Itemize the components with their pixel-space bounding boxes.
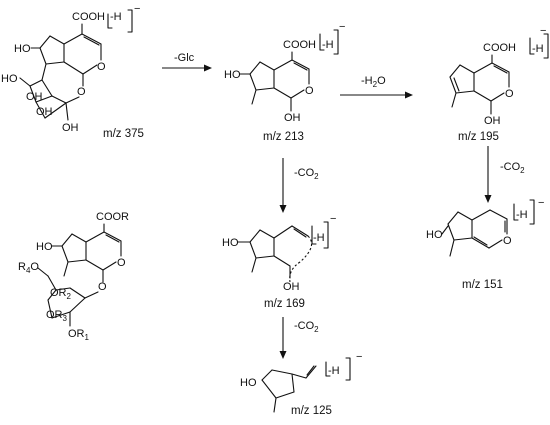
arrow-minus-co2: -CO2 bbox=[484, 146, 525, 203]
mz-label: m/z 125 bbox=[291, 405, 332, 417]
or1-label: OR bbox=[68, 328, 85, 340]
mz-label: m/z 169 bbox=[264, 298, 305, 310]
charge-sign: − bbox=[540, 25, 546, 37]
or1-subscript: 1 bbox=[85, 333, 90, 342]
or3-subscript: 3 bbox=[63, 314, 68, 323]
loss-subscript: 2 bbox=[520, 166, 525, 175]
svg-text:OR1: OR1 bbox=[68, 328, 90, 342]
glycosidic-oxygen: O bbox=[77, 86, 86, 98]
cooh-label: COOH bbox=[283, 39, 316, 51]
deprotonation-label: -H bbox=[516, 209, 528, 221]
mz-label: m/z 151 bbox=[462, 279, 503, 291]
cooh-label: COOH bbox=[72, 11, 105, 23]
mz-label: m/z 213 bbox=[263, 131, 304, 143]
hydroxyl-label: HO bbox=[14, 43, 31, 55]
arrow-minus-glc: -Glc bbox=[162, 52, 212, 72]
loss-label: -CO bbox=[294, 167, 315, 179]
loss-label: O bbox=[377, 75, 386, 87]
svg-text:-CO2: -CO2 bbox=[294, 320, 319, 334]
compound-mz-213: COOH O HO OH -H − m/z 213 bbox=[224, 21, 345, 143]
loss-subscript: 2 bbox=[314, 325, 319, 334]
or2-subscript: 2 bbox=[67, 292, 72, 301]
ring-oxygen: O bbox=[97, 61, 106, 73]
hydroxyl-label: HO bbox=[240, 377, 257, 389]
ring-oxygen: O bbox=[305, 85, 314, 97]
deprotonation-label: -H bbox=[328, 365, 340, 377]
arrow-minus-h2o: -H2O bbox=[340, 75, 413, 99]
r4-label: R bbox=[18, 261, 26, 273]
svg-text:OR3: OR3 bbox=[46, 309, 68, 323]
ring-oxygen: O bbox=[117, 257, 126, 269]
arrow-minus-co2: -CO2 bbox=[279, 158, 319, 213]
loss-subscript: 2 bbox=[373, 80, 378, 89]
hydroxyl-label: OH bbox=[62, 122, 79, 134]
hydroxyl-label: HO bbox=[222, 237, 239, 249]
ring-oxygen: O bbox=[505, 88, 514, 100]
loss-subscript: 2 bbox=[314, 172, 319, 181]
ester-label: COOR bbox=[96, 211, 129, 223]
or3-label: OR bbox=[46, 309, 63, 321]
loss-label: -Glc bbox=[174, 52, 195, 64]
charge-sign: − bbox=[134, 3, 140, 15]
mz-label: m/z 195 bbox=[458, 131, 499, 143]
hydroxyl-label: OH bbox=[283, 281, 300, 293]
hydroxyl-label: OH bbox=[26, 91, 43, 103]
svg-text:-H2O: -H2O bbox=[361, 75, 386, 89]
loss-label: -CO bbox=[294, 320, 315, 332]
glycosidic-oxygen: O bbox=[98, 281, 107, 293]
arrow-minus-co2: -CO2 bbox=[279, 317, 319, 359]
loss-label: -H bbox=[361, 75, 373, 87]
hydroxyl-label: HO bbox=[1, 73, 18, 85]
svg-text:-CO2: -CO2 bbox=[294, 167, 319, 181]
charge-sign: − bbox=[356, 351, 362, 363]
generic-glycoside-structure: COOR O HO O R4O OR2 OR3 bbox=[18, 211, 129, 342]
hydroxyl-label: HO bbox=[426, 229, 443, 241]
loss-label: -CO bbox=[500, 161, 521, 173]
or2-label: OR bbox=[50, 287, 67, 299]
compound-mz-125: HO -H − m/z 125 bbox=[240, 351, 362, 417]
deprotonation-label: -H bbox=[313, 232, 325, 244]
svg-text:R4O: R4O bbox=[18, 261, 39, 275]
deprotonation-label: -H bbox=[110, 11, 122, 23]
hydroxyl-label: OH bbox=[484, 115, 501, 127]
charge-sign: − bbox=[339, 21, 345, 33]
hydroxyl-label: OH bbox=[284, 112, 301, 124]
svg-text:OR2: OR2 bbox=[50, 287, 72, 301]
cooh-label: COOH bbox=[483, 42, 516, 54]
hydroxyl-label: OH bbox=[36, 106, 53, 118]
r4-subscript: 4 bbox=[26, 266, 31, 275]
compound-mz-151: O HO -H − m/z 151 bbox=[426, 197, 544, 291]
mz-label: m/z 375 bbox=[103, 128, 144, 140]
hydroxyl-label: HO bbox=[36, 241, 53, 253]
hydroxyl-label: HO bbox=[224, 69, 241, 81]
charge-sign: − bbox=[538, 197, 544, 209]
deprotonation-label: -H bbox=[532, 43, 544, 55]
r4-oxygen: O bbox=[30, 261, 39, 273]
deprotonation-label: -H bbox=[322, 39, 334, 51]
compound-mz-375: COOH O HO O HO OH OH OH -H − bbox=[1, 3, 144, 140]
compound-mz-195: COOH O OH -H − m/z 195 bbox=[449, 25, 549, 143]
charge-sign: − bbox=[330, 213, 336, 225]
compound-mz-169: HO OH -H − m/z 169 bbox=[222, 213, 336, 310]
svg-text:-CO2: -CO2 bbox=[500, 161, 525, 175]
ring-oxygen: O bbox=[503, 235, 512, 247]
